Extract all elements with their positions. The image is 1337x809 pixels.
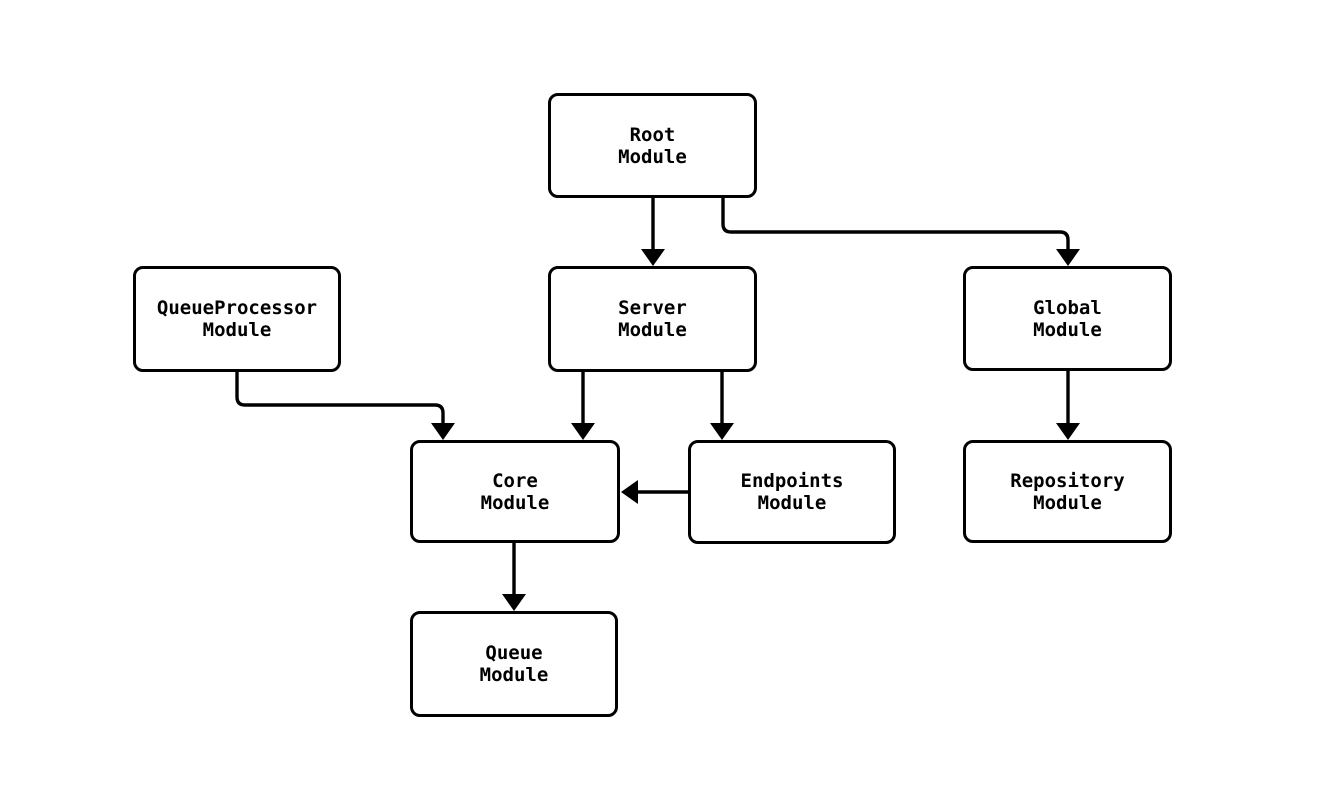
arrowhead-icon: [641, 249, 665, 266]
node-server-module-label: Server Module: [618, 297, 687, 341]
arrowhead-icon: [502, 594, 526, 611]
node-server-module: Server Module: [548, 266, 757, 372]
edge-root-to-global: [721, 198, 1080, 266]
node-root-module: Root Module: [548, 93, 757, 198]
node-queue-module: Queue Module: [410, 611, 618, 717]
node-root-module-label: Root Module: [618, 123, 687, 168]
edge-core-to-queue: [502, 543, 526, 611]
edge-queue-processor-to-core-line: [235, 372, 445, 424]
node-queue-processor-module: QueueProcessor Module: [133, 266, 341, 372]
edge-global-to-repository: [1056, 371, 1080, 440]
edge-endpoints-to-core: [621, 480, 688, 504]
edge-server-to-endpoints: [710, 372, 734, 440]
node-queue-module-label: Queue Module: [479, 642, 549, 686]
edge-server-to-core: [571, 372, 595, 440]
arrowhead-icon: [710, 423, 734, 440]
arrowhead-icon: [431, 423, 455, 440]
node-endpoints-module-label: Endpoints Module: [740, 470, 844, 514]
arrowhead-icon: [571, 423, 595, 440]
node-core-module: Core Module: [410, 440, 620, 543]
edge-queue-processor-to-core: [235, 372, 455, 440]
node-repository-module-label: Repository Module: [1010, 469, 1125, 514]
arrowhead-icon: [1056, 249, 1080, 266]
edge-root-to-server: [641, 198, 665, 266]
node-queue-processor-module-label: QueueProcessor Module: [156, 297, 318, 341]
edge-root-to-global-line: [721, 198, 1070, 250]
arrowhead-icon: [1056, 423, 1080, 440]
node-global-module: Global Module: [963, 266, 1172, 371]
node-repository-module: Repository Module: [963, 440, 1172, 543]
node-endpoints-module: Endpoints Module: [688, 440, 896, 544]
arrowhead-icon: [621, 480, 638, 504]
node-global-module-label: Global Module: [1033, 296, 1102, 341]
node-core-module-label: Core Module: [480, 469, 550, 514]
